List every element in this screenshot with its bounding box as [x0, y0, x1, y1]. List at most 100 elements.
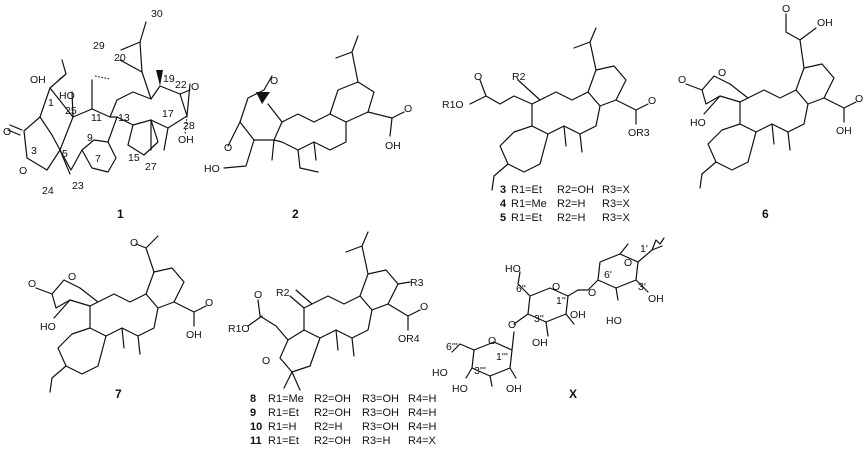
compound-1-label: 1	[117, 207, 124, 221]
legend-4-r1: R1=Me	[511, 198, 547, 210]
x-num-6pp: 6''	[516, 283, 526, 295]
legend-8-r2: R2=OH	[314, 393, 351, 405]
c1-num-19: 19	[163, 73, 175, 85]
c1-num-13: 13	[118, 112, 130, 124]
legend-3-r2: R2=OH	[557, 184, 594, 196]
c1-atom-ho: HO	[59, 90, 75, 102]
c3-atom-o-ester: O	[474, 71, 482, 83]
x-num-3pp: 3''	[534, 313, 544, 325]
legend-9-r2: R2=OH	[314, 407, 351, 419]
legend-8-r4: R4=H	[408, 393, 436, 405]
c8-atom-o-acid: O	[420, 301, 428, 313]
c1-atom-o-carbonyl: O	[3, 126, 11, 138]
sugar-x: HO OH O O O HO OH O O HO HO OH OH 1' 3' …	[432, 237, 665, 401]
legend-4-id: 4	[500, 198, 507, 210]
x-atom-ho-p: HO	[606, 315, 622, 327]
compound-1: OH HO O O O OH 30 29 20 19 22 25 1 11 13…	[3, 8, 199, 221]
x-atom-o-glyc-1pp: O	[588, 287, 596, 299]
c1-num-9: 9	[87, 132, 93, 144]
c1-atom-oh-1: OH	[30, 74, 46, 86]
c1-num-17: 17	[162, 108, 174, 120]
x-atom-oh-ppp: OH	[506, 383, 522, 395]
x-num-1ppp: 1'''	[496, 351, 508, 363]
c8-atom-r1o: R1O	[228, 323, 250, 335]
legend-3-id: 3	[500, 184, 506, 196]
c6-atom-o-lactone-ring: O	[718, 67, 726, 79]
c7-atom-o-lactone-carbonyl: O	[28, 278, 36, 290]
c2-atom-o-acid: O	[404, 103, 412, 115]
compound-x-label: X	[569, 387, 577, 401]
c1-num-23: 23	[72, 180, 84, 192]
c1-atom-oh-acid: OH	[178, 134, 194, 146]
c2-atom-o-ketone: O	[224, 142, 232, 154]
compound-6: O OH O O HO O OH 6	[678, 3, 863, 221]
legend-3-r1: R1=Et	[511, 184, 542, 196]
c8-legend: 8 R1=Me R2=OH R3=OH R4=H 9 R1=Et R2=OH R…	[250, 393, 436, 447]
c8-atom-or4: OR4	[398, 333, 420, 345]
x-num-3ppp: 3'''	[474, 365, 486, 377]
c7-atom-o-acid: O	[205, 297, 213, 309]
legend-5-r3: R3=X	[602, 212, 630, 224]
legend-4-r3: R3=X	[602, 198, 630, 210]
c6-atom-oh-top: OH	[817, 17, 833, 29]
c7-atom-oh-acid: OH	[186, 329, 202, 341]
legend-3-r3: R3=X	[602, 184, 630, 196]
c1-num-29: 29	[93, 40, 105, 52]
c1-num-24: 24	[42, 185, 54, 197]
legend-5-id: 5	[500, 212, 506, 224]
legend-10-r2: R2=H	[314, 421, 342, 433]
c7-atom-o-lactone-ring: O	[68, 271, 76, 283]
c6-atom-o-top: O	[782, 3, 790, 15]
c8-atom-r2: R2	[276, 287, 290, 299]
c1-num-22: 22	[175, 79, 187, 91]
c6-atom-ho: HO	[690, 117, 706, 129]
c1-num-11: 11	[91, 112, 102, 124]
c3-legend: 3 R1=Et R2=OH R3=X 4 R1=Me R2=H R3=X 5 R…	[500, 184, 630, 224]
x-atom-ho-ppp-b: HO	[452, 383, 468, 395]
c1-num-5: 5	[62, 148, 68, 160]
compound-2-label: 2	[292, 207, 299, 221]
x-atom-oh-3pp: OH	[532, 337, 548, 349]
legend-11-r4: R4=X	[408, 435, 436, 447]
x-num-3p: 3'	[638, 281, 646, 293]
x-num-6ppp: 6'''	[446, 341, 458, 353]
compound-7-label: 7	[115, 387, 122, 401]
legend-11-id: 11	[250, 435, 262, 447]
compound-6-label: 6	[762, 207, 769, 221]
c1-atom-o-ring: O	[19, 165, 27, 177]
x-atom-o-glyc-ppp: O	[508, 319, 516, 331]
c8-atom-r3: R3	[410, 277, 424, 289]
c1-num-3: 3	[31, 145, 37, 157]
c7-atom-ho: HO	[40, 321, 56, 333]
c6-atom-oh-acid: OH	[836, 125, 852, 137]
legend-9-id: 9	[250, 407, 256, 419]
compound-8-11: O R1O O R2 R3 O OR4 8 R1=Me R2=OH R3=OH …	[228, 231, 436, 447]
legend-10-r3: R3=OH	[362, 421, 399, 433]
c1-num-30: 30	[151, 8, 163, 20]
x-num-6p: 6'	[604, 269, 612, 281]
x-atom-ho-ppp-a: HO	[432, 367, 448, 379]
c2-atom-ho: HO	[204, 163, 220, 175]
legend-10-id: 10	[250, 421, 262, 433]
c2-atom-o-epoxide: O	[270, 75, 278, 87]
x-atom-oh-3p: OH	[648, 293, 664, 305]
legend-11-r3: R3=H	[362, 435, 390, 447]
compound-3-5: R2 O R1O O OR3 3 R1=Et R2=OH R3=X 4 R1=M…	[442, 27, 656, 224]
compound-7: O O O HO O OH 7	[28, 235, 213, 401]
legend-11-r1: R1=Et	[268, 435, 299, 447]
c1-num-15: 15	[128, 152, 140, 164]
c1-num-28: 28	[183, 120, 195, 132]
x-atom-o-ring-ppp: O	[488, 335, 496, 347]
c2-atom-oh-acid: OH	[385, 140, 401, 152]
c1-num-1: 1	[48, 97, 54, 109]
legend-8-r3: R3=OH	[362, 393, 399, 405]
legend-10-r1: R1=H	[268, 421, 296, 433]
legend-4-r2: R2=H	[557, 198, 585, 210]
x-atom-oh-1pp: OH	[570, 309, 586, 321]
c7-atom-o-ketone: O	[130, 237, 138, 249]
legend-8-id: 8	[250, 393, 256, 405]
c3-atom-r2: R2	[512, 71, 526, 83]
x-atom-o-ring-p: O	[624, 257, 632, 269]
c3-atom-r1o: R1O	[442, 99, 464, 111]
